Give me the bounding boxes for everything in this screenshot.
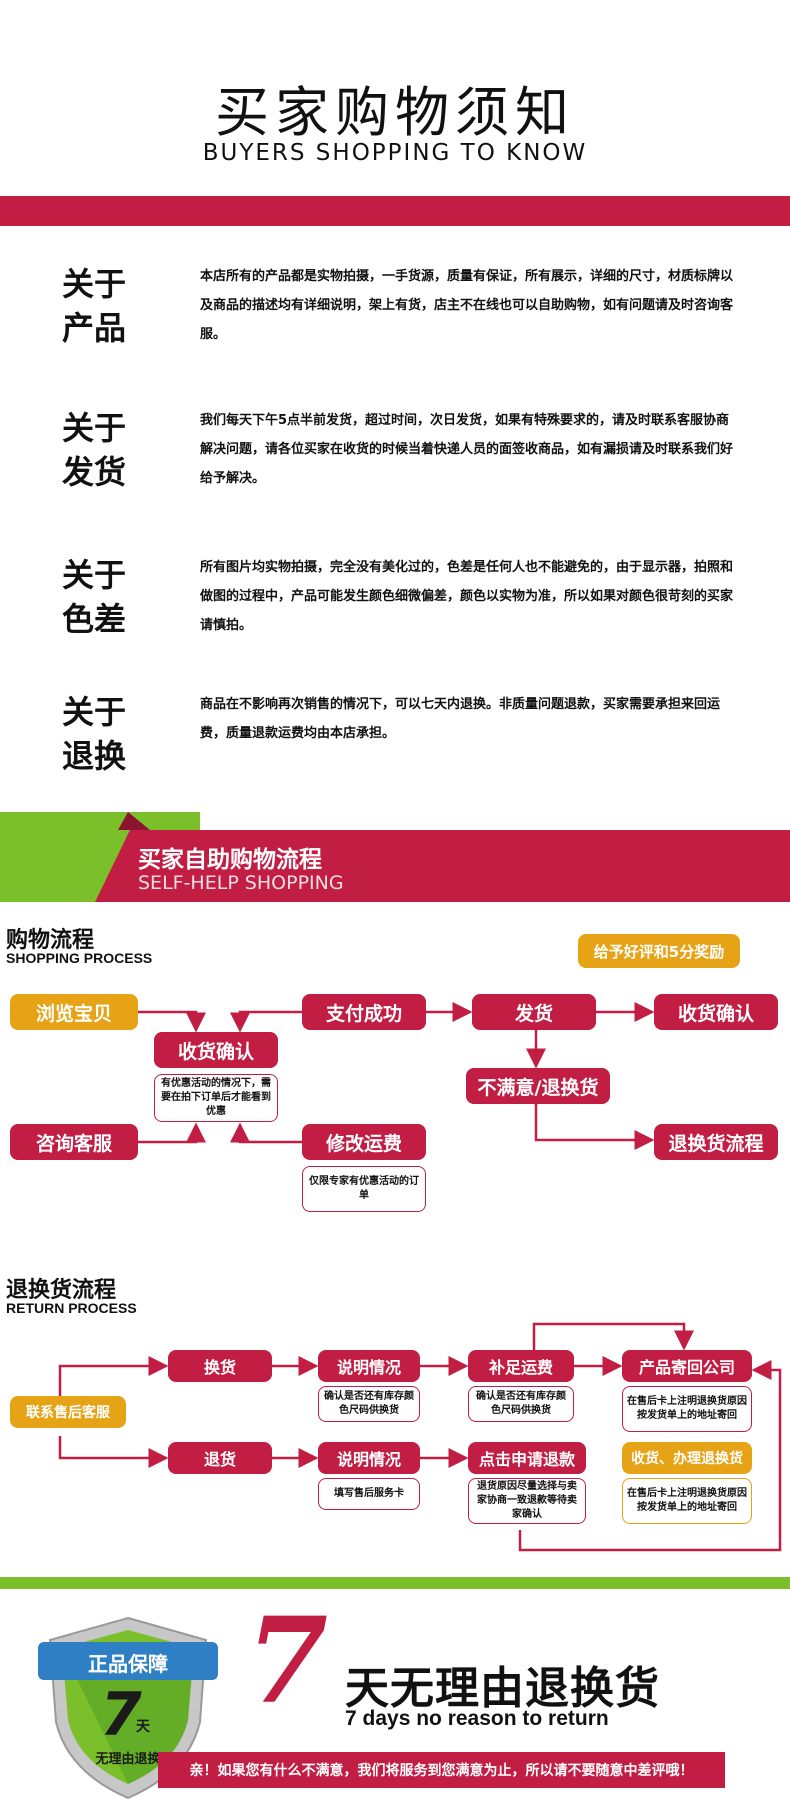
explain-note-refund: 填写售后服务卡 xyxy=(318,1478,420,1510)
payment-step: 支付成功 xyxy=(302,994,426,1030)
about-heading-line2: 发货 xyxy=(62,453,127,491)
seven-days-title-en: 7 days no reason to return xyxy=(345,1707,609,1730)
about-heading-line1: 关于 xyxy=(62,556,127,594)
about-heading-line2: 退换 xyxy=(62,737,127,775)
about-heading: 关于 退换 xyxy=(62,690,152,778)
page-subtitle: BUYERS SHOPPING TO KNOW xyxy=(202,140,588,166)
return-flow-arrows xyxy=(58,1322,782,1552)
return-title-cn: 退换货流程 xyxy=(6,1278,117,1303)
receive-process-note: 在售后卡上注明退换货原因按发货单上的地址寄回 xyxy=(622,1478,752,1524)
about-text: 本店所有的产品都是实物拍摄，一手货源，质量有保证，所有展示，详细的尺寸，材质标牌… xyxy=(200,269,734,342)
modify-freight-step: 修改运费 xyxy=(302,1124,426,1160)
about-heading: 关于 产品 xyxy=(62,262,152,350)
banner-shape xyxy=(95,812,790,902)
explain-step-exchange: 说明情况 xyxy=(318,1350,420,1382)
bottom-divider-line xyxy=(0,1577,790,1589)
banner-title-cn: 买家自助购物流程 xyxy=(138,847,322,873)
seven-days-title-cn: 天无理由退换货 xyxy=(345,1663,660,1714)
about-heading-line1: 关于 xyxy=(62,693,127,731)
browse-step: 浏览宝贝 xyxy=(10,994,138,1030)
about-heading: 关于 色差 xyxy=(62,553,152,641)
send-back-step: 产品寄回公司 xyxy=(622,1350,752,1382)
contact-aftersale-step: 联系售后客服 xyxy=(10,1396,126,1428)
receive-step: 收货确认 xyxy=(654,994,778,1030)
shopping-title-en: SHOPPING PROCESS xyxy=(6,950,153,966)
shield-number: 7 xyxy=(100,1680,142,1750)
explain-note-exchange: 确认是否还有库存颜色尺码供换货 xyxy=(318,1386,420,1422)
shield-day-text: 天 xyxy=(136,1719,150,1735)
banner-title-en: SELF-HELP SHOPPING xyxy=(138,872,344,894)
about-text: 商品在不影响再次销售的情况下，可以七天内退换。非质量问题退款，买家需要承担来回运… xyxy=(200,697,721,741)
about-text: 所有图片均实物拍摄，完全没有美化过的，色差是任何人也不能避免的，由于显示器，拍照… xyxy=(200,560,734,633)
about-heading-line1: 关于 xyxy=(62,265,127,303)
seven-days-number: 7 xyxy=(246,1591,329,1730)
guarantee-shield-icon xyxy=(38,1616,218,1800)
about-heading: 关于 发货 xyxy=(62,406,152,494)
shield-bottom-text: 无理由退换 xyxy=(95,1752,161,1767)
refund-step: 退货 xyxy=(168,1442,272,1474)
send-back-note: 在售后卡上注明退换货原因按发货单上的地址寄回 xyxy=(622,1386,752,1432)
shipping-step: 发货 xyxy=(472,994,596,1030)
shopping-flow-arrows xyxy=(138,1002,655,1150)
explain-step-refund: 说明情况 xyxy=(318,1442,420,1474)
reward-badge: 给予好评和5分奖励 xyxy=(578,934,740,968)
modify-freight-note: 仅限专家有优惠活动的订单 xyxy=(302,1166,426,1212)
freight-note: 确认是否还有库存颜色尺码供换货 xyxy=(468,1386,574,1422)
confirm-step: 收货确认 xyxy=(154,1032,278,1068)
return-title-en: RETURN PROCESS xyxy=(6,1300,137,1316)
satisfaction-bar: 亲！如果您有什么不满意，我们将服务到您满意为止，所以请不要随意中差评哦！ xyxy=(158,1752,725,1788)
about-heading-line2: 色差 xyxy=(62,600,127,638)
confirm-note: 有优惠活动的情况下，需要在拍下订单后才能看到优惠 xyxy=(154,1074,278,1122)
shield-top-text: 正品保障 xyxy=(88,1652,168,1676)
exchange-step: 换货 xyxy=(168,1350,272,1382)
return-flow-step: 退换货流程 xyxy=(654,1124,778,1160)
consult-step: 咨询客服 xyxy=(10,1124,138,1160)
header-divider-band xyxy=(0,196,790,226)
receive-process-step: 收货、办理退换货 xyxy=(622,1442,752,1474)
about-heading-line1: 关于 xyxy=(62,409,127,447)
about-text: 我们每天下午5点半前发货，超过时间，次日发货，如果有特殊要求的，请及时联系客服协… xyxy=(200,413,734,486)
unhappy-step: 不满意/退换货 xyxy=(466,1068,610,1104)
shopping-title-cn: 购物流程 xyxy=(6,928,95,953)
page-title: 买家购物须知 xyxy=(215,81,575,144)
about-heading-line2: 产品 xyxy=(62,309,127,347)
freight-step: 补足运费 xyxy=(468,1350,574,1382)
apply-refund-note: 退货原因尽量选择与卖家协商一致退款等待卖家确认 xyxy=(468,1478,586,1524)
apply-refund-step: 点击申请退款 xyxy=(468,1442,586,1474)
